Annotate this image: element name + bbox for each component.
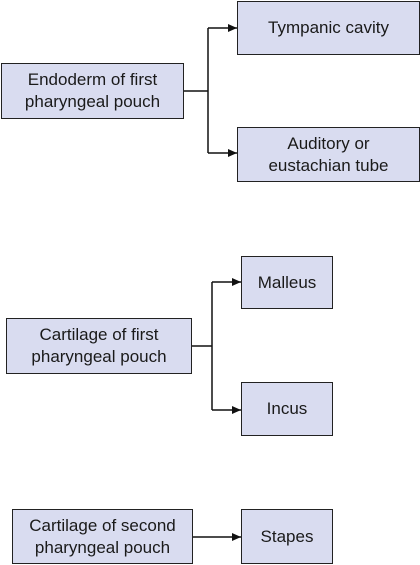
source-box-cartilage-second-pouch: Cartilage of second pharyngeal pouch <box>12 509 193 564</box>
target-box-auditory-tube: Auditory or eustachian tube <box>237 127 420 182</box>
source-box-endoderm-first-pouch: Endoderm of first pharyngeal pouch <box>1 63 184 119</box>
target-box-malleus: Malleus <box>241 256 333 309</box>
source-box-cartilage-first-pouch: Cartilage of first pharyngeal pouch <box>6 318 192 374</box>
target-box-stapes: Stapes <box>241 509 333 564</box>
target-box-incus: Incus <box>241 382 333 436</box>
target-box-tympanic-cavity: Tympanic cavity <box>237 1 420 55</box>
